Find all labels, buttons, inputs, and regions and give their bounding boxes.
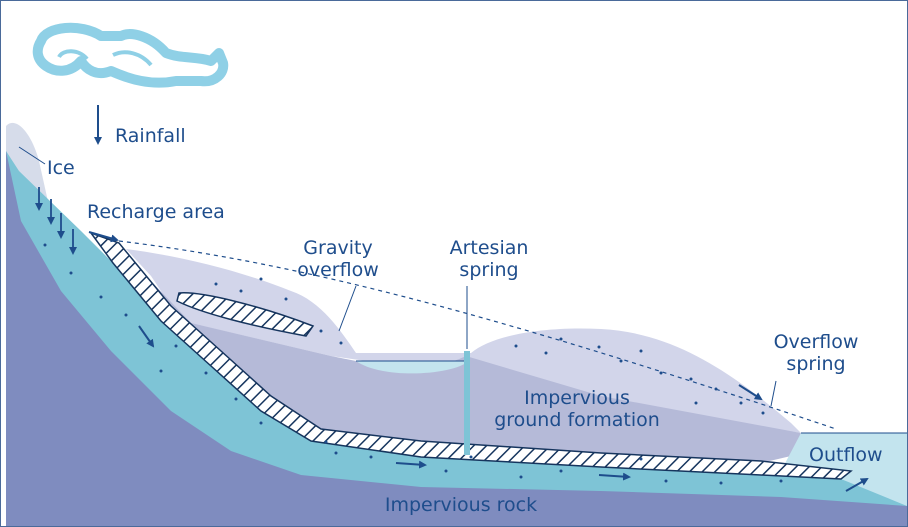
label-overflow-spring: Overflow spring xyxy=(761,331,871,375)
overflow-spring-leader-line xyxy=(771,381,776,406)
gravity-overflow-leader-line xyxy=(339,286,356,331)
rain-cloud xyxy=(38,28,224,83)
label-rainfall: Rainfall xyxy=(115,125,186,147)
label-ice: Ice xyxy=(47,157,75,179)
label-artesian-spring: Artesian spring xyxy=(433,237,545,281)
artesian-spring-column xyxy=(464,351,470,455)
label-outflow: Outflow xyxy=(809,444,883,466)
label-impervious-rock: Impervious rock xyxy=(361,494,561,516)
label-gravity-overflow: Gravity overflow xyxy=(283,237,393,281)
label-impervious-ground-formation: Impervious ground formation xyxy=(477,387,677,431)
label-recharge-area: Recharge area xyxy=(87,201,225,223)
